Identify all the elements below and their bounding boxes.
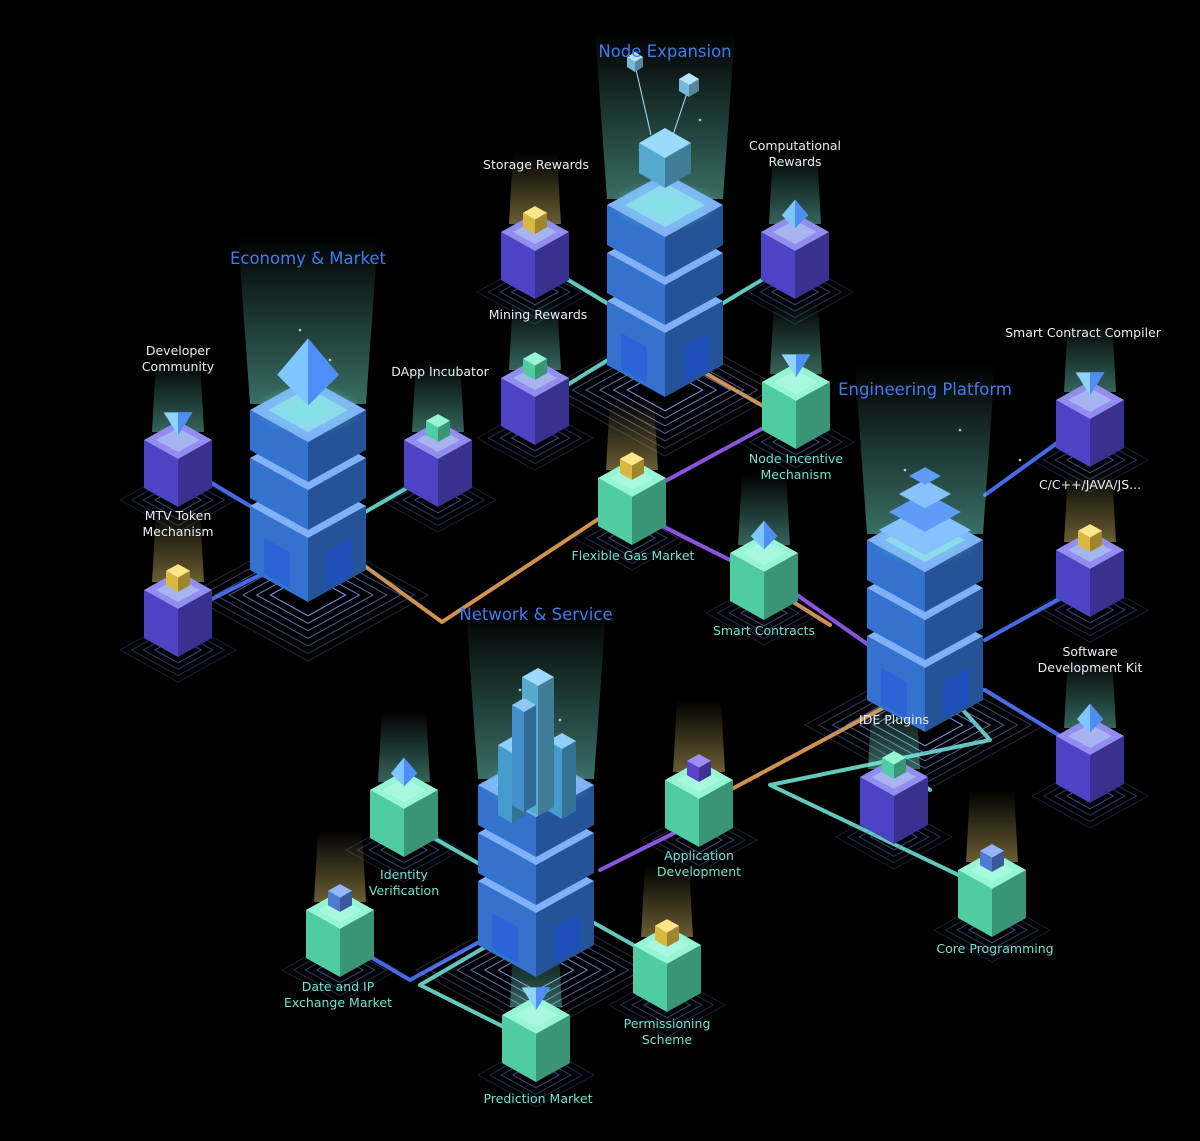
- label-line: Mechanism: [760, 467, 832, 482]
- label-developer-community: Developer Community: [142, 343, 214, 375]
- small-cube: [1056, 372, 1124, 467]
- label-storage-rewards: Storage Rewards: [483, 157, 589, 172]
- hub-title-engineering-platform: Engineering Platform: [838, 380, 1012, 399]
- label-application-development: Application Development: [657, 848, 741, 880]
- label-identity-verification: Identity Verification: [369, 867, 439, 899]
- small-cube: [730, 520, 798, 620]
- small-cube: [306, 884, 374, 977]
- label-line: Node Incentive: [748, 451, 844, 466]
- small-cube: [860, 751, 928, 844]
- hub-tower: [250, 338, 366, 602]
- label-line: Development: [656, 864, 742, 879]
- label-prediction-market: Prediction Market: [483, 1091, 593, 1106]
- label-line: MTV Token: [144, 508, 212, 523]
- floor-grid: [186, 528, 430, 662]
- label-line: Community: [141, 359, 215, 374]
- floor-grid: [543, 323, 787, 457]
- label-dapp-incubator: DApp Incubator: [391, 364, 489, 379]
- label-line: Scheme: [641, 1032, 693, 1047]
- label-permissioning: Permissioning Scheme: [624, 1016, 711, 1048]
- label-core-programming: Core Programming: [936, 941, 1054, 956]
- small-cube: [633, 919, 701, 1012]
- label-flexible-gas: Flexible Gas Market: [571, 548, 695, 563]
- small-cube: [144, 412, 212, 507]
- small-cube: [501, 206, 569, 299]
- label-computational-rewards: Computational Rewards: [749, 138, 841, 170]
- small-cube: [501, 352, 569, 445]
- label-smart-contract-compiler: Smart Contract Compiler: [1005, 325, 1161, 340]
- hub-title-economy-market: Economy & Market: [229, 249, 387, 268]
- small-cube: [144, 564, 212, 657]
- label-line: Development Kit: [1037, 660, 1143, 675]
- label-line: Permissioning: [623, 1016, 711, 1031]
- small-cube: [761, 199, 829, 299]
- hub-title-node-expansion: Node Expansion: [598, 42, 732, 61]
- small-cube: [502, 987, 570, 1082]
- floor-grids: [118, 259, 1150, 1108]
- label-sdk: Software Development Kit: [1038, 644, 1143, 676]
- label-line: Application: [664, 848, 734, 863]
- hub-title-network-service: Network & Service: [459, 605, 613, 624]
- label-ide-plugins: IDE Plugins: [859, 712, 929, 727]
- label-mining-rewards: Mining Rewards: [488, 307, 588, 322]
- small-cube: [1056, 524, 1124, 617]
- hub-tower: [478, 668, 594, 977]
- label-data-ip-exchange: Date and IP Exchange Market: [284, 979, 392, 1011]
- label-line: Verification: [368, 883, 440, 898]
- label-line: Date and IP: [301, 979, 375, 994]
- label-line: Mechanism: [142, 524, 214, 539]
- hub-tower: [607, 52, 723, 397]
- small-cube: [370, 757, 438, 857]
- small-cube: [404, 414, 472, 507]
- small-cube: [1056, 703, 1124, 803]
- label-line: Computational: [748, 138, 842, 153]
- label-line: Identity: [380, 867, 428, 882]
- hub-tower: [867, 467, 983, 732]
- label-line: Software: [1062, 644, 1118, 659]
- small-cube: [762, 354, 830, 449]
- small-cube: [665, 754, 733, 847]
- light-beams: [152, 30, 1116, 1007]
- label-mtv-token: MTV Token Mechanism: [142, 508, 213, 540]
- label-node-incentive: Node Incentive Mechanism: [749, 451, 843, 483]
- label-line: Developer: [145, 343, 211, 358]
- label-line: Rewards: [768, 154, 822, 169]
- small-cube: [958, 844, 1026, 937]
- label-line: Exchange Market: [283, 995, 393, 1010]
- label-languages: C/C++/JAVA/JS...: [1038, 477, 1142, 492]
- label-smart-contracts: Smart Contracts: [712, 623, 816, 638]
- cubes: [144, 52, 1124, 1082]
- small-cube: [598, 452, 666, 545]
